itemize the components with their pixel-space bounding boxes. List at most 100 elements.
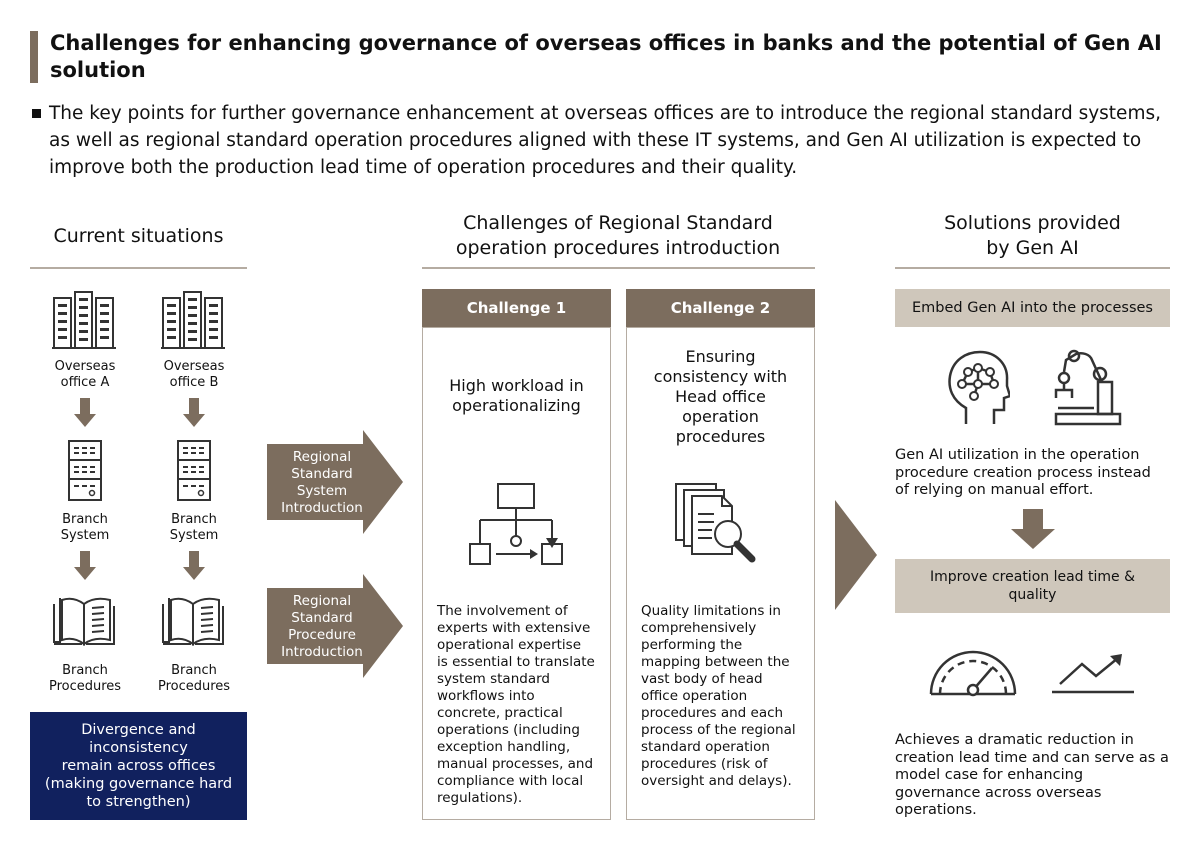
challenge-1-body-line: system standard — [437, 671, 550, 687]
improve-line1: Improve creation lead time & — [929, 569, 1136, 585]
system-intro-line: System — [296, 483, 348, 499]
system-intro-line: Introduction — [281, 500, 363, 516]
page-title: Challenges for enhancing governance of o… — [50, 31, 1162, 82]
system-intro-line: Standard — [291, 466, 353, 482]
gen-ai-utilization-text: Gen AI utilization in the operation proc… — [895, 447, 1170, 500]
challenges-heading-rule — [422, 267, 815, 269]
challenge-2-title-line: Head office — [675, 387, 766, 406]
branch-system-a-line2: System — [60, 527, 110, 543]
branch-procedures-b-line1: Branch — [171, 663, 217, 678]
office-a-building-icon — [52, 290, 116, 350]
office-a-label: Overseas office A — [40, 359, 130, 390]
branch-procedures-b-label: Branch Procedures — [144, 663, 244, 694]
server-icon — [68, 440, 102, 502]
challenge-1-body-line: compliance with local — [437, 773, 584, 789]
current-heading-rule — [30, 267, 247, 269]
challenge-1-body-line: The involvement of — [437, 603, 568, 619]
branch-procedures-a-line1: Branch — [62, 663, 108, 678]
achieves-text: Achieves a dramatic reduction in creatio… — [895, 732, 1175, 820]
procedure-intro-line: Procedure — [288, 627, 356, 643]
embed-gen-ai-box: Embed Gen AI into the processes — [895, 289, 1170, 327]
achieve-line: Achieves a dramatic reduction in — [895, 732, 1134, 748]
challenge-2-title-line: Ensuring — [685, 347, 756, 366]
utilization-line: procedure creation process instead — [895, 464, 1151, 481]
challenge-1-title-line2: operationalizing — [452, 396, 581, 415]
divergence-line: inconsistency — [89, 740, 188, 756]
divergence-box: Divergence and inconsistency remain acro… — [30, 712, 247, 820]
challenge-1-body-line: manual processes, and — [437, 756, 594, 772]
bullet-square-icon — [32, 109, 41, 118]
ai-head-icon — [944, 350, 1010, 426]
challenge-1-body-line: concrete, practical — [437, 705, 563, 721]
challenge-1-body-line: operational expertise — [437, 637, 581, 653]
server-icon — [177, 440, 211, 502]
procedure-introduction-label: Regional Standard Procedure Introduction — [272, 593, 372, 661]
achieve-line: creation lead time and can serve as a — [895, 749, 1169, 766]
solutions-heading: Solutions provided by Gen AI — [895, 211, 1170, 261]
procedure-intro-line: Standard — [291, 610, 353, 626]
challenge-2-title-line: operation — [682, 407, 759, 426]
challenge-2-box — [626, 327, 815, 820]
down-arrow-icon — [74, 551, 96, 581]
challenges-heading-line1: Challenges of Regional Standard — [463, 212, 773, 234]
challenges-heading: Challenges of Regional Standard operatio… — [420, 211, 816, 261]
challenge-1-body-line: workflows into — [437, 688, 535, 704]
challenges-heading-line2: operation procedures introduction — [455, 237, 781, 259]
challenge-2-body-line: procedures and each — [641, 705, 784, 721]
office-b-label-line2: office B — [169, 374, 219, 390]
branch-procedures-a-line2: Procedures — [48, 678, 122, 694]
challenge-1-box — [422, 327, 611, 820]
achieve-line: operations. — [895, 802, 977, 818]
improve-lead-time-box: Improve creation lead time & quality — [895, 559, 1170, 613]
lead-text: The key points for further governance en… — [49, 103, 1161, 178]
utilization-line: of relying on manual effort. — [895, 482, 1094, 498]
system-introduction-arrow — [267, 430, 403, 534]
solutions-heading-line2: by Gen AI — [986, 237, 1079, 259]
open-book-icon — [159, 594, 227, 650]
challenge-1-body-line: operations (including — [437, 722, 580, 738]
branch-system-b-label: Branch System — [149, 512, 239, 543]
branch-system-a-line1: Branch — [62, 512, 108, 527]
challenge-2-title: Ensuring consistency with Head office op… — [626, 347, 815, 447]
divergence-line: remain across offices — [61, 758, 216, 774]
challenge-2-body-line: performing the — [641, 637, 743, 653]
system-intro-line: Regional — [292, 449, 352, 465]
flowchart-icon — [468, 482, 566, 568]
improve-line2: quality — [1008, 587, 1057, 603]
down-arrow-icon — [74, 398, 96, 428]
achieve-line: model case for enhancing — [895, 767, 1084, 783]
office-a-label-line1: Overseas — [54, 359, 116, 374]
solutions-arrow — [835, 500, 877, 610]
office-b-label-line1: Overseas — [163, 359, 225, 374]
procedure-introduction-arrow — [267, 574, 403, 678]
branch-system-b-line2: System — [169, 527, 219, 543]
trend-up-icon — [1052, 652, 1134, 694]
challenge-1-body-line: exception handling, — [437, 739, 571, 755]
robot-arm-icon — [1052, 348, 1122, 426]
down-arrow-icon — [1011, 509, 1055, 549]
challenge-2-title-line: procedures — [675, 427, 766, 446]
system-introduction-label: Regional Standard System Introduction — [272, 449, 372, 517]
challenge-2-body-line: Quality limitations in — [641, 603, 781, 619]
challenge-1-title: High workload in operationalizing — [422, 376, 611, 416]
challenge-2-title-line: consistency with — [653, 367, 788, 386]
challenge-2-body-line: process of the regional — [641, 722, 796, 738]
title-accent-bar — [30, 31, 38, 83]
divergence-line: to strengthen) — [86, 794, 191, 810]
procedure-intro-line: Introduction — [281, 644, 363, 660]
solutions-heading-rule — [895, 267, 1170, 269]
branch-procedures-b-line2: Procedures — [157, 678, 231, 694]
challenge-1-body: The involvement of experts with extensiv… — [437, 603, 607, 807]
achieve-line: governance across overseas — [895, 784, 1102, 801]
divergence-line: (making governance hard — [44, 776, 233, 792]
challenge-1-header: Challenge 1 — [422, 289, 611, 327]
open-book-icon — [50, 594, 118, 650]
challenge-1-body-line: regulations). — [437, 790, 523, 806]
challenge-1-body-line: experts with extensive — [437, 620, 591, 636]
down-arrow-icon — [183, 398, 205, 428]
utilization-line: Gen AI utilization in the operation — [895, 447, 1140, 463]
challenge-2-body-line: oversight and delays). — [641, 773, 792, 789]
office-b-building-icon — [161, 290, 225, 350]
challenge-2-body-line: office operation — [641, 688, 748, 704]
office-a-label-line2: office A — [60, 374, 110, 390]
